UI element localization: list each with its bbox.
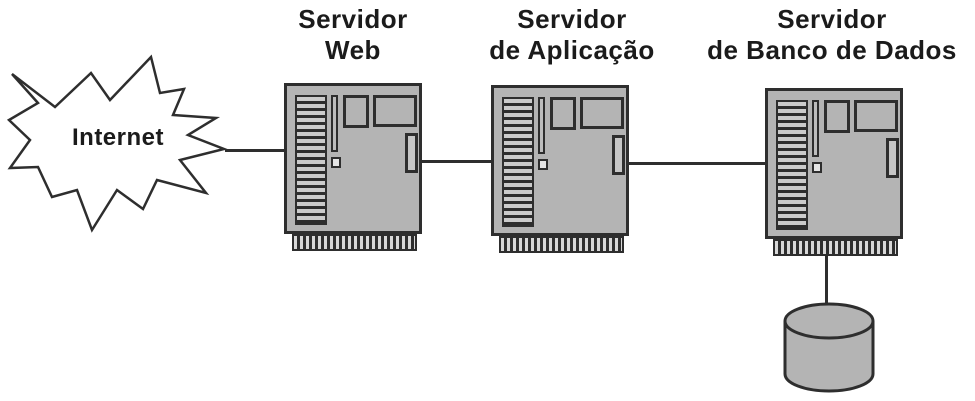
database-node xyxy=(782,299,878,396)
server-case xyxy=(765,88,903,239)
power-button xyxy=(538,159,548,170)
starburst-cloud-icon: Internet xyxy=(6,54,229,233)
drive-slot xyxy=(812,100,819,157)
label-line: Servidor xyxy=(777,4,887,34)
label-line: Web xyxy=(325,35,381,65)
internet-node: Internet xyxy=(2,52,238,238)
panel-small xyxy=(343,95,369,128)
drive-bay xyxy=(886,138,899,178)
label-line: de Aplicação xyxy=(489,35,655,65)
server-web-icon xyxy=(284,83,422,251)
internet-label: Internet xyxy=(72,124,164,151)
vent-panel xyxy=(502,97,534,227)
server-base-grill xyxy=(773,239,898,256)
drive-bay xyxy=(405,133,418,173)
label-line: Servidor xyxy=(298,4,408,34)
panel-small xyxy=(824,100,850,133)
panel-small xyxy=(550,97,576,130)
server-case xyxy=(284,83,422,234)
drive-slot xyxy=(538,97,545,154)
drive-slot xyxy=(331,95,338,152)
label-servidor-web: Servidor Web xyxy=(253,4,453,66)
label-line: Servidor xyxy=(517,4,627,34)
server-case xyxy=(491,85,629,236)
edge-db-server-to-database xyxy=(825,252,828,306)
panel-wide xyxy=(580,97,624,129)
edge-app-to-db-server xyxy=(627,162,767,165)
edge-web-to-app-server xyxy=(419,160,493,163)
power-button xyxy=(812,162,822,173)
server-base-grill xyxy=(292,234,417,251)
label-servidor-aplicacao: Servidor de Aplicação xyxy=(460,4,684,66)
vent-panel xyxy=(295,95,327,225)
panel-wide xyxy=(373,95,417,127)
server-database-icon xyxy=(765,88,903,256)
database-cylinder-icon xyxy=(783,302,875,393)
power-button xyxy=(331,157,341,168)
server-application-icon xyxy=(491,85,629,253)
server-base-grill xyxy=(499,236,624,253)
vent-panel xyxy=(776,100,808,230)
panel-wide xyxy=(854,100,898,132)
edge-internet-to-web-server xyxy=(225,149,286,152)
label-line: de Banco de Dados xyxy=(707,35,957,65)
label-servidor-banco-dados: Servidor de Banco de Dados xyxy=(687,4,975,66)
drive-bay xyxy=(612,135,625,175)
